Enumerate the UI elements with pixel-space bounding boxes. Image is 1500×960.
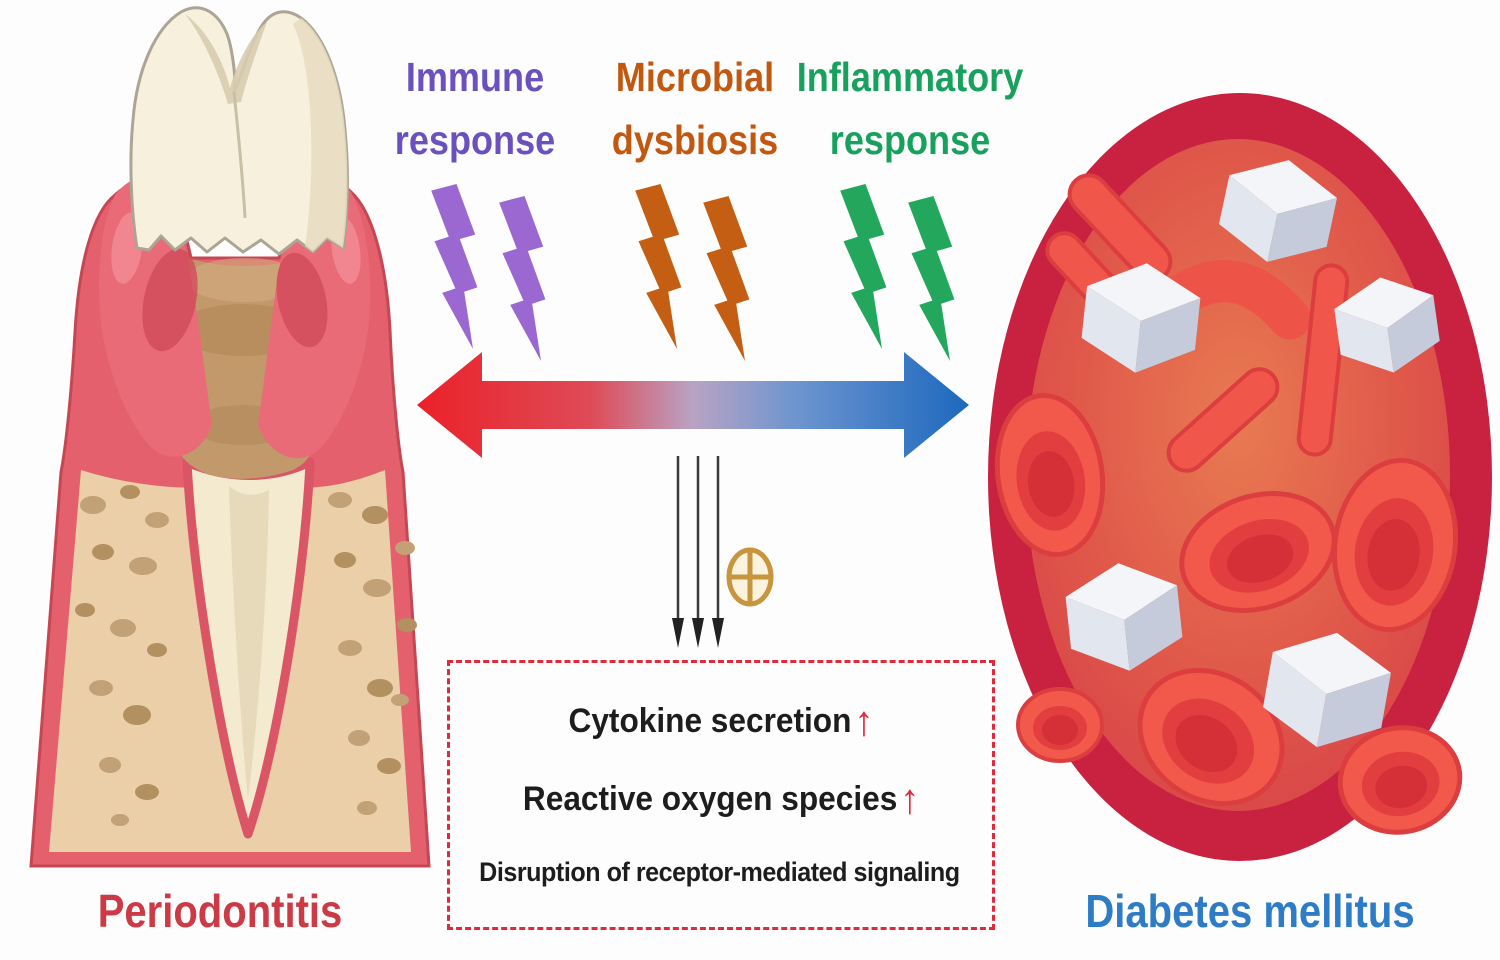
factor-label-line2: dysbiosis bbox=[611, 117, 779, 163]
tooth-illustration bbox=[29, 6, 431, 868]
factor-immune-response: Immune response bbox=[369, 46, 580, 172]
effects-box: Cytokine secretion↑ Reactive oxygen spec… bbox=[447, 660, 995, 930]
effect-text: Cytokine secretion bbox=[568, 701, 852, 740]
red-blood-cell bbox=[1179, 491, 1337, 613]
red-blood-cell bbox=[1331, 457, 1459, 633]
lightning-bolt-icon bbox=[635, 184, 682, 349]
lightning-bolts-inflammatory bbox=[840, 184, 955, 361]
lightning-bolt-icon bbox=[908, 196, 955, 361]
down-arrowhead bbox=[692, 618, 704, 648]
down-arrowhead bbox=[712, 618, 724, 648]
effect-text: Disruption of receptor-mediated signalin… bbox=[479, 857, 960, 888]
lightning-bolts-immune bbox=[431, 184, 546, 361]
double-arrow-shape bbox=[417, 352, 969, 458]
factor-microbial-dysbiosis: Microbial dysbiosis bbox=[589, 46, 800, 172]
bidirectional-arrow bbox=[417, 352, 969, 458]
factor-label-line1: Microbial bbox=[615, 54, 775, 100]
down-arrowhead bbox=[672, 618, 684, 648]
red-blood-cell bbox=[1137, 667, 1285, 807]
effect-item: Disruption of receptor-mediated signalin… bbox=[479, 857, 962, 888]
lightning-bolt-icon bbox=[431, 184, 478, 349]
factor-label-line1: Inflammatory bbox=[796, 54, 1024, 100]
gum-shade bbox=[276, 252, 328, 348]
sugar-cube bbox=[1263, 632, 1391, 748]
crown-notch-shading bbox=[185, 14, 267, 104]
circled-plus-icon bbox=[726, 547, 774, 607]
periodontitis-label: Periodontitis bbox=[97, 885, 343, 937]
effect-text: Reactive oxygen species bbox=[522, 779, 898, 818]
lightning-bolt-icon bbox=[499, 196, 546, 361]
blood-rod bbox=[1166, 367, 1280, 473]
lightning-bolt-icon bbox=[703, 196, 750, 361]
root-canal-shading bbox=[229, 486, 269, 800]
factor-label-line2: response bbox=[394, 117, 556, 163]
lightning-bolt-icon bbox=[840, 184, 887, 349]
sugar-cube bbox=[1334, 277, 1440, 373]
combination-arrows bbox=[672, 456, 774, 648]
factor-label-line1: Immune bbox=[405, 54, 545, 100]
sugar-cube bbox=[1219, 160, 1337, 262]
effect-item: Reactive oxygen species↑ bbox=[522, 774, 920, 822]
red-blood-cell bbox=[1337, 725, 1463, 835]
blood-vessel-illustration bbox=[988, 93, 1492, 861]
factor-inflammatory-response: Inflammatory response bbox=[791, 46, 1029, 172]
diabetes-mellitus-label: Diabetes mellitus bbox=[1085, 885, 1415, 937]
lightning-bolts-microbial bbox=[635, 184, 750, 361]
sugar-cube bbox=[1065, 563, 1183, 671]
crown-crack bbox=[232, 91, 247, 219]
tartar-highlight bbox=[185, 258, 305, 302]
crown-side-shading bbox=[293, 18, 348, 252]
gum-shade bbox=[142, 248, 198, 352]
red-blood-cell bbox=[994, 392, 1106, 558]
sugar-cube bbox=[1081, 263, 1201, 373]
effect-item: Cytokine secretion↑ bbox=[568, 696, 874, 744]
bone-texture bbox=[75, 485, 417, 826]
red-blood-cell bbox=[1016, 687, 1104, 763]
factor-label-line2: response bbox=[829, 117, 991, 163]
